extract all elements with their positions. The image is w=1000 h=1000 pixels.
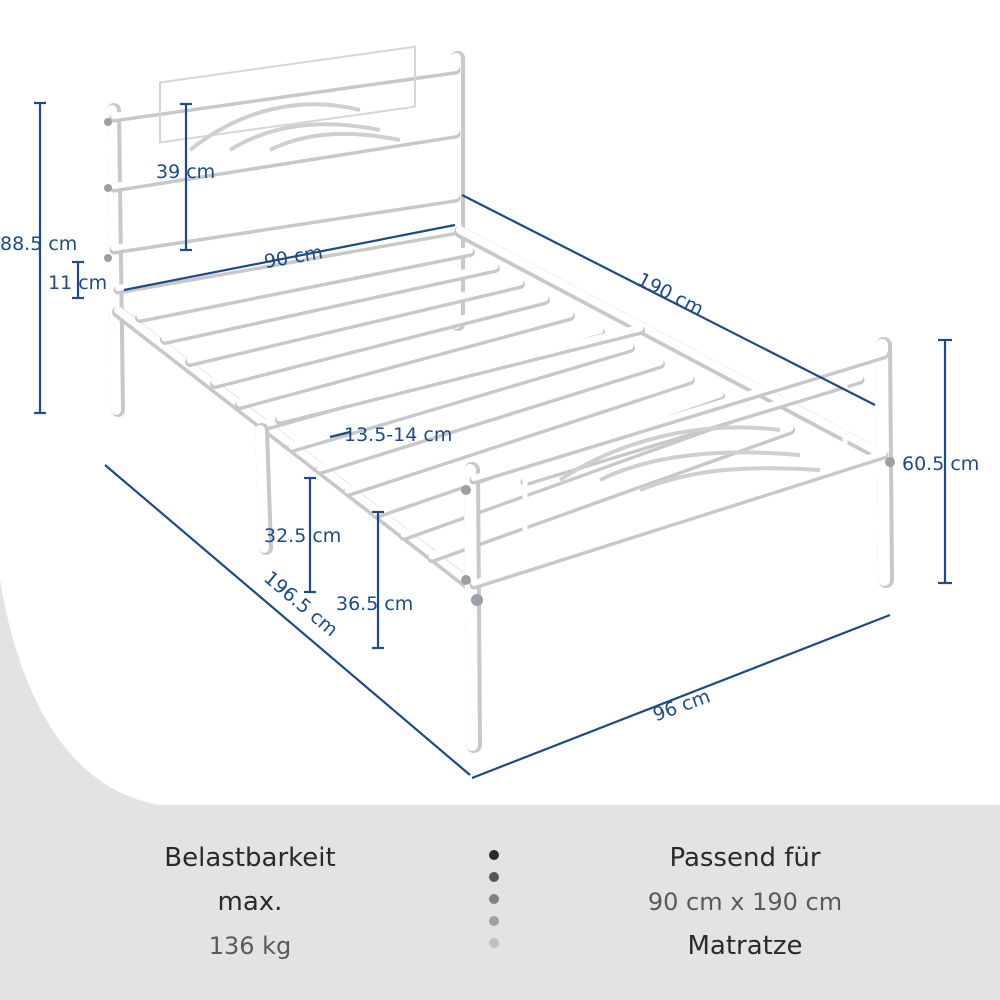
separator-dot bbox=[489, 872, 499, 882]
dim-total-height: 88.5 cm bbox=[0, 233, 77, 255]
mattress-fit-info: Passend für 90 cm x 190 cm Matratze bbox=[580, 836, 910, 968]
load-capacity-info: Belastbarkeit max. 136 kg bbox=[100, 836, 400, 968]
fit-title: Passend für bbox=[669, 843, 821, 873]
dim-slat-spacing: 13.5-14 cm bbox=[344, 424, 452, 446]
bed-frame bbox=[104, 45, 895, 753]
load-value: 136 kg bbox=[208, 932, 292, 960]
dim-side-gap: 11 cm bbox=[48, 272, 107, 294]
dim-underbed-clearance: 32.5 cm bbox=[264, 525, 341, 547]
dimension-lines bbox=[34, 101, 952, 780]
separator-dots bbox=[486, 850, 502, 960]
separator-dot bbox=[489, 938, 499, 948]
load-title-line1: Belastbarkeit bbox=[164, 843, 336, 873]
dim-frame-height: 36.5 cm bbox=[336, 593, 413, 615]
dim-footboard-height: 60.5 cm bbox=[902, 453, 979, 475]
fit-item: Matratze bbox=[687, 931, 803, 961]
separator-dot bbox=[489, 850, 499, 860]
separator-dot bbox=[489, 916, 499, 926]
white-backdrop bbox=[0, 0, 1000, 805]
fit-size: 90 cm x 190 cm bbox=[647, 888, 843, 916]
separator-dot bbox=[489, 894, 499, 904]
dim-headboard-panel: 39 cm bbox=[156, 161, 215, 183]
load-title-line2: max. bbox=[217, 887, 283, 917]
